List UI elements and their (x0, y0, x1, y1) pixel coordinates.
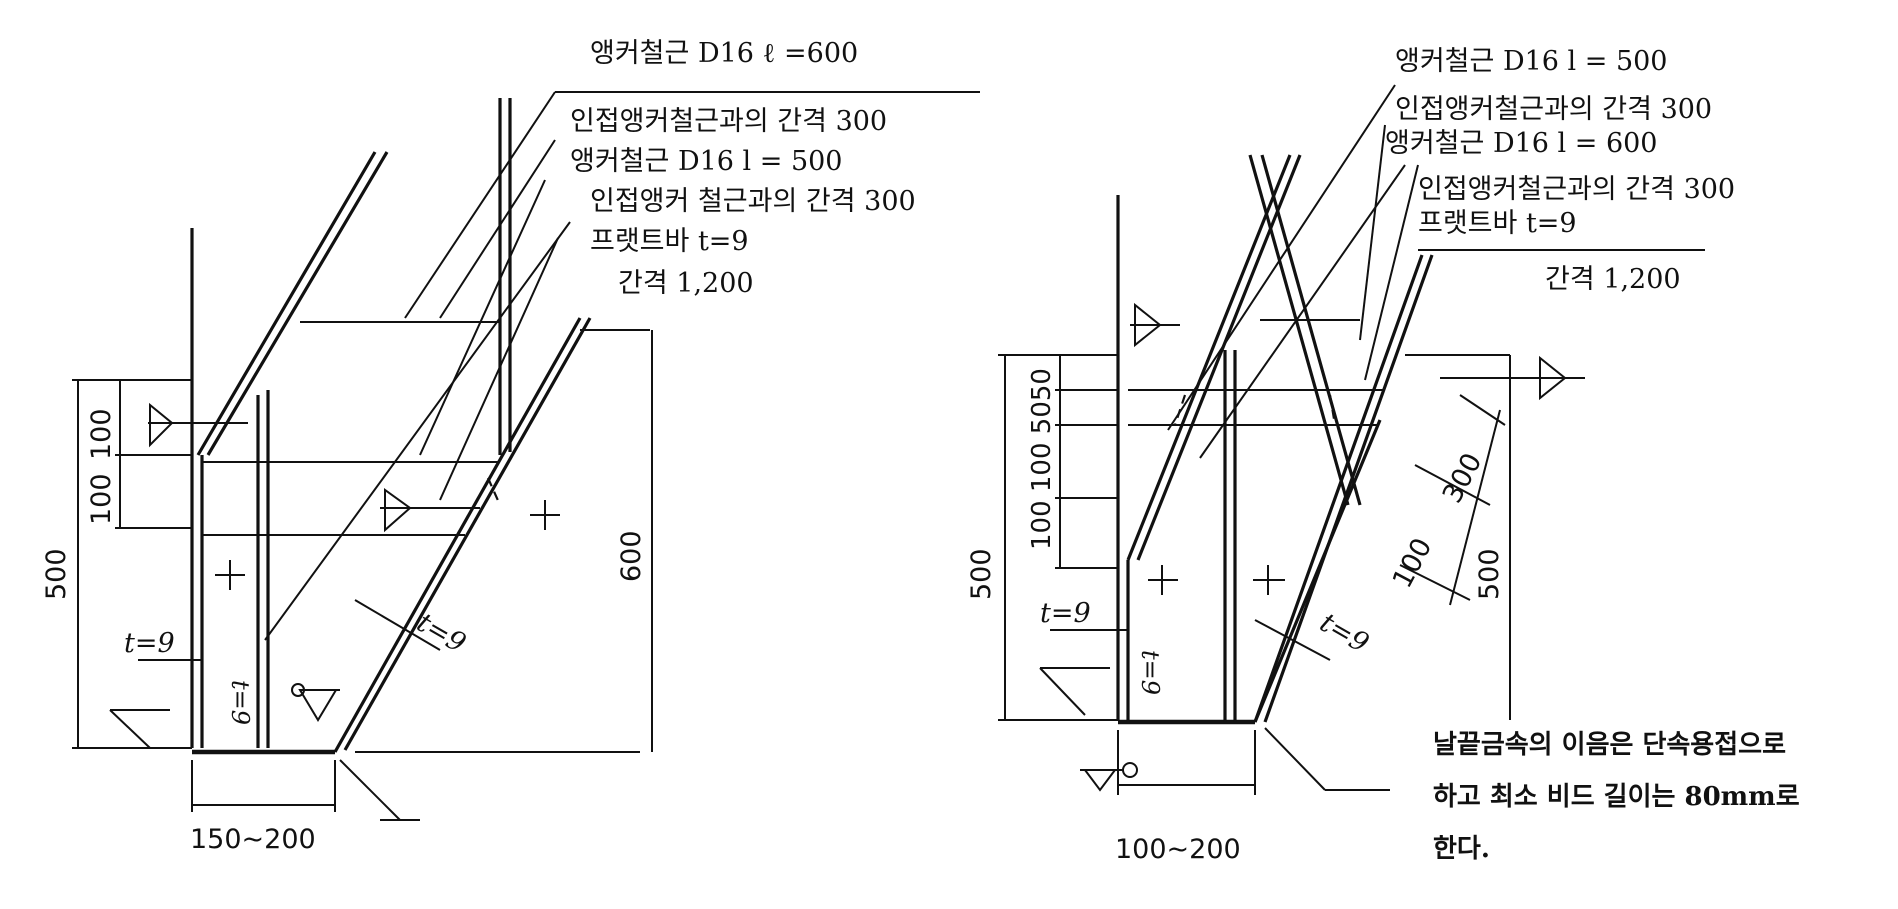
left-detail: 앵커철근 D16 ℓ =600 인접앵커철근과의 간격 300 앵커철근 D16… (41, 38, 980, 855)
left-weld-symbols (109, 402, 560, 821)
left-dim-100-upper: 100 (86, 408, 117, 460)
left-dimension-lines (72, 330, 653, 812)
left-callout-spacing-300-b: 인접앵커 철근과의 간격 300 (590, 186, 916, 217)
right-callout-spacing-1200: 간격 1,200 (1545, 264, 1681, 295)
right-callout-flatbar: 프랫트바 t=9 (1418, 208, 1577, 239)
right-dim-t9-c: t=9 (1315, 607, 1374, 659)
right-weld-symbols (1039, 302, 1585, 792)
right-dim-t9-a: t=9 (1040, 598, 1091, 629)
left-callout-anchor-500: 앵커철근 D16 l = 500 (570, 146, 843, 177)
left-edge-profile (190, 98, 650, 755)
right-callout-anchor-500: 앵커철근 D16 l = 500 (1395, 46, 1668, 77)
left-dim-100-lower: 100 (86, 473, 117, 525)
right-dim-100-200: 100∼200 (1115, 834, 1241, 865)
right-note-line-3: 한다. (1433, 834, 1490, 864)
left-dim-600: 600 (616, 530, 647, 582)
right-dim-500-left: 500 (966, 548, 997, 600)
left-dim-t9-b: t=9 (226, 680, 254, 725)
right-detail: 앵커철근 D16 l = 500 인접앵커철근과의 간격 300 앵커철근 D1… (966, 46, 1800, 865)
left-dim-150-200: 150∼200 (190, 824, 316, 855)
left-callout-flatbar: 프랫트바 t=9 (590, 226, 749, 257)
right-dimension-lines (998, 354, 1511, 795)
right-dim-100: 100 (1387, 533, 1439, 593)
right-dim-500-right: 500 (1474, 548, 1505, 600)
right-edge-profile (1116, 154, 1510, 725)
left-dim-500: 500 (41, 548, 72, 600)
right-callout-anchor-600: 앵커철근 D16 l = 600 (1385, 128, 1658, 159)
right-dim-stack-100-100-50-50: 100 100 5050 (1027, 368, 1057, 550)
right-note-line-2: 하고 최소 비드 길이는 80mm로 (1433, 782, 1800, 812)
right-callout-spacing-300-b: 인접앵커철근과의 간격 300 (1418, 174, 1735, 205)
left-callout-spacing-300-a: 인접앵커철근과의 간격 300 (570, 106, 887, 137)
right-dim-t9-b: t=9 (1136, 650, 1164, 695)
left-callout-anchor-600: 앵커철근 D16 ℓ =600 (590, 38, 858, 69)
right-note-line-1: 날끝금속의 이음은 단속용접으로 (1433, 730, 1786, 760)
left-dim-t9-a: t=9 (124, 628, 175, 659)
right-callout-spacing-300-a: 인접앵커철근과의 간격 300 (1395, 94, 1712, 125)
left-callout-spacing-1200: 간격 1,200 (618, 268, 754, 299)
